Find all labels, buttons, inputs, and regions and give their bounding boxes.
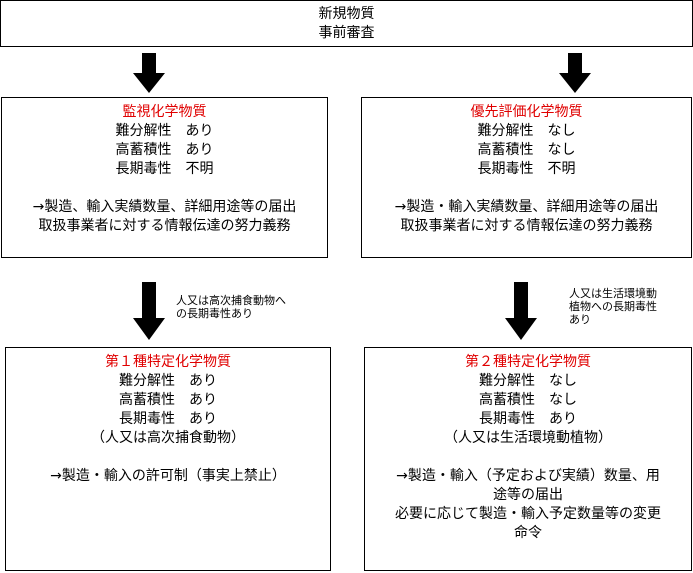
- regulation-line: →製造・輸入実績数量、詳細用途等の届出: [394, 199, 659, 215]
- box-title: 優先評価化学物質: [470, 104, 583, 120]
- arrow-down-icon: [133, 53, 165, 93]
- property-line: 長期毒性 あり: [479, 411, 577, 427]
- top-line-1: 新規物質: [318, 6, 375, 22]
- regulation-line: →製造、輸入実績数量、詳細用途等の届出: [32, 199, 297, 215]
- priority-assessment-substance-box: 優先評価化学物質 難分解性 なし 高蓄積性 なし 長期毒性 不明 →製造・輸入実…: [361, 97, 692, 258]
- regulation-line: 取扱事業者に対する情報伝達の努力義務: [38, 218, 291, 234]
- property-line: 高蓄積性 あり: [115, 142, 214, 158]
- property-line: 難分解性 あり: [115, 123, 214, 139]
- property-line: 難分解性 なし: [479, 373, 577, 389]
- property-line: （人又は高次捕食動物）: [91, 430, 245, 446]
- arrow-down-icon: [559, 53, 591, 93]
- monitoring-substance-box: 監視化学物質 難分解性 あり 高蓄積性 あり 長期毒性 不明 →製造、輸入実績数…: [1, 97, 328, 258]
- top-line-2: 事前審査: [318, 25, 375, 41]
- property-line: 難分解性 あり: [119, 373, 217, 389]
- property-line: 高蓄積性 なし: [479, 392, 577, 408]
- regulation-line: 命令: [514, 525, 542, 541]
- property-line: 長期毒性 不明: [115, 161, 214, 177]
- arrow-note-right: 人又は生活環境動 植物への長期毒性 あり: [569, 287, 657, 326]
- regulation-line: 必要に応じて製造・輸入予定数量等の変更: [395, 506, 661, 522]
- regulation-line: →製造・輸入（予定および実績）数量、用: [396, 468, 660, 484]
- arrow-note-left: 人又は高次捕食動物へ の長期毒性あり: [176, 294, 286, 320]
- property-line: 長期毒性 不明: [477, 161, 576, 177]
- property-line: （人又は生活環境動植物）: [444, 430, 612, 446]
- class1-specified-substance-box: 第１種特定化学物質 難分解性 あり 高蓄積性 あり 長期毒性 あり （人又は高次…: [5, 347, 331, 571]
- property-line: 高蓄積性 なし: [477, 142, 576, 158]
- class2-specified-substance-box: 第２種特定化学物質 難分解性 なし 高蓄積性 なし 長期毒性 あり （人又は生活…: [364, 347, 692, 571]
- box-title: 監視化学物質: [122, 104, 207, 120]
- box-title: 第２種特定化学物質: [465, 354, 591, 370]
- arrow-down-icon: [133, 282, 165, 340]
- property-line: 長期毒性 あり: [119, 411, 217, 427]
- property-line: 高蓄積性 あり: [119, 392, 217, 408]
- regulation-line: 取扱事業者に対する情報伝達の努力義務: [400, 218, 653, 234]
- arrow-down-icon: [505, 282, 537, 340]
- property-line: 難分解性 なし: [477, 123, 576, 139]
- new-substance-box: 新規物質 事前審査: [0, 0, 693, 47]
- regulation-line: →製造・輸入の許可制（事実上禁止）: [50, 468, 286, 484]
- box-title: 第１種特定化学物質: [105, 354, 231, 370]
- regulation-line: 途等の届出: [493, 487, 563, 503]
